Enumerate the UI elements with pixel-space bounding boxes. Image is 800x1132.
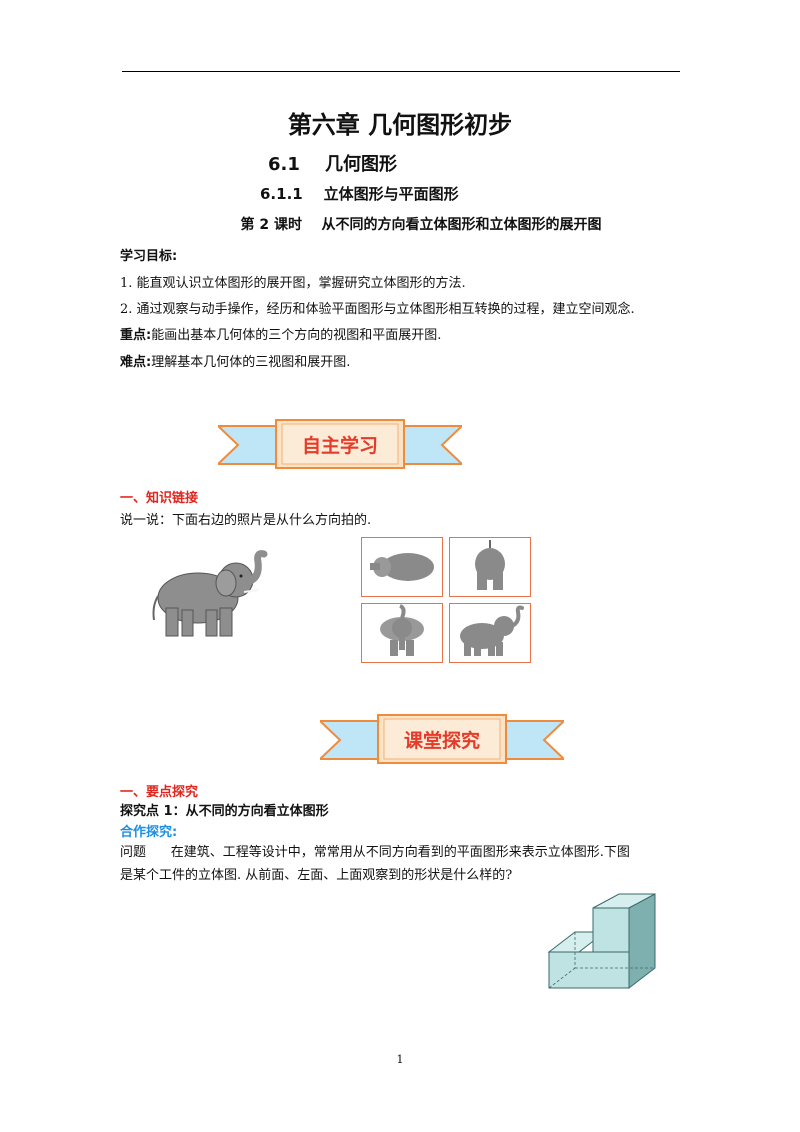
elephant-front-view-image <box>380 604 424 656</box>
explore-heading: 一、要点探究 <box>120 785 199 800</box>
elephant-top-view-image <box>370 553 434 581</box>
objective-item-2: 2. 通过观察与动手操作，经历和体验平面图形与立体图形相互转换的过程，建立空间观… <box>120 302 635 317</box>
difficulty-label: 难点: <box>120 355 152 370</box>
banner-class-explore: 课堂探究 <box>320 714 564 764</box>
elephant-side-view-image <box>460 605 524 656</box>
key-text: 能画出基本几何体的三个方向的视图和平面展开图. <box>151 328 442 343</box>
objective-item-1: 1. 能直观认识立体图形的展开图，掌握研究立体图形的方法. <box>120 276 466 291</box>
section-title: 6.1 几何图形 <box>268 154 397 175</box>
problem-line-1: 问题 在建筑、工程等设计中，常常用从不同方向看到的平面图形来表示立体图形.下图 <box>120 845 630 860</box>
header-rule <box>122 71 680 72</box>
knowledge-prompt: 说一说：下面右边的照片是从什么方向拍的. <box>120 513 372 528</box>
photo-back-view <box>449 537 531 597</box>
explore-point-heading: 探究点 1：从不同的方向看立体图形 <box>120 804 329 819</box>
elephant-image <box>152 550 268 637</box>
photo-side-view <box>449 603 531 663</box>
knowledge-heading: 一、知识链接 <box>120 491 199 506</box>
chapter-title: 第六章 几何图形初步 <box>287 111 513 139</box>
coop-heading: 合作探究: <box>120 825 178 840</box>
lesson-title: 第 2 课时 从不同的方向看立体图形和立体图形的展开图 <box>240 217 602 233</box>
key-label: 重点: <box>120 328 152 343</box>
banner-self-study-label: 自主学习 <box>302 434 378 457</box>
banner-self-study: 自主学习 <box>218 419 462 469</box>
key-point: 重点:能画出基本几何体的三个方向的视图和平面展开图. <box>120 324 441 343</box>
photo-front-view <box>361 603 443 663</box>
photo-top-view <box>361 537 443 597</box>
subsection-title: 6.1.1 立体图形与平面图形 <box>260 185 459 203</box>
page-number: 1 <box>396 1053 404 1066</box>
objectives-heading: 学习目标: <box>120 249 178 264</box>
banner-class-explore-label: 课堂探究 <box>404 729 480 752</box>
problem-line-2: 是某个工件的立体图. 从前面、左面、上面观察到的形状是什么样的? <box>120 868 513 883</box>
step-solid-figure <box>547 893 656 990</box>
elephant-back-view-image <box>475 540 505 590</box>
difficulty-text: 理解基本几何体的三视图和展开图. <box>151 355 351 370</box>
difficulty-point: 难点:理解基本几何体的三视图和展开图. <box>120 351 350 370</box>
